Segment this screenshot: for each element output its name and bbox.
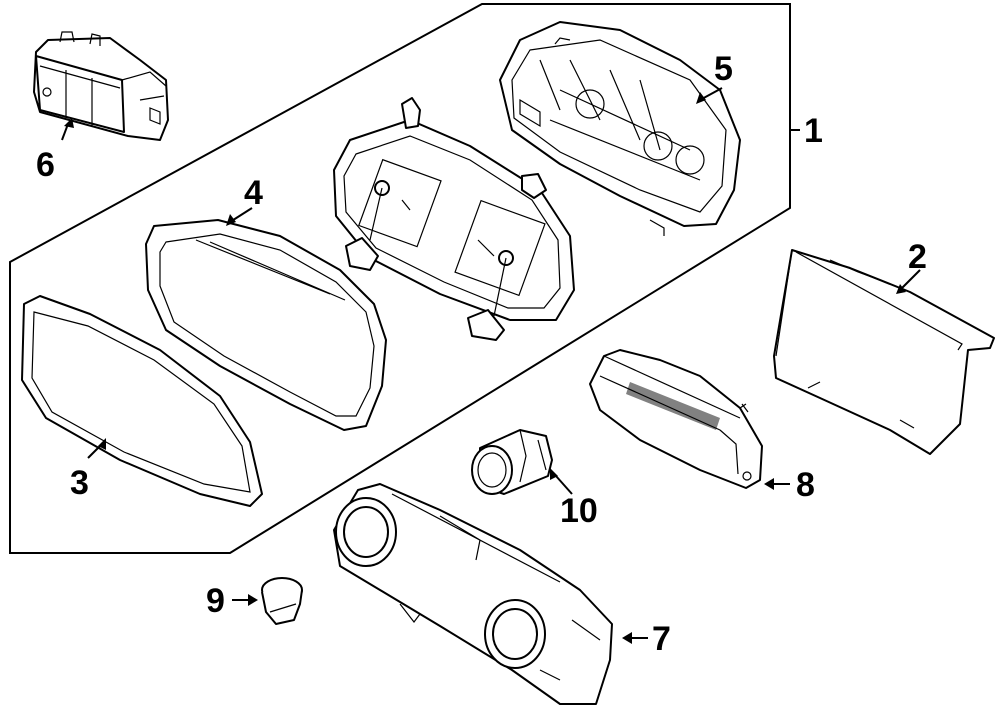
rear-housing-part xyxy=(499,21,741,236)
callout-3: 3 xyxy=(70,464,89,502)
climate-control-part xyxy=(333,483,613,705)
gauge-cluster-part xyxy=(333,97,575,341)
leader-lines xyxy=(61,87,921,644)
callout-9: 9 xyxy=(206,582,225,620)
display-panel-part xyxy=(773,249,995,455)
callout-8: 8 xyxy=(796,466,815,504)
plug-part xyxy=(261,577,303,625)
push-button-part xyxy=(471,429,553,495)
callout-2: 2 xyxy=(908,238,927,276)
callout-5: 5 xyxy=(714,50,733,88)
callout-7: 7 xyxy=(652,620,671,658)
cluster-housing-part xyxy=(145,219,387,431)
callout-1: 1 xyxy=(804,112,823,150)
callout-6: 6 xyxy=(36,146,55,184)
assembly-frame xyxy=(9,3,791,554)
switch-panel-part xyxy=(589,349,763,489)
callout-10: 10 xyxy=(560,492,598,530)
callout-4: 4 xyxy=(244,174,263,212)
front-lens-part xyxy=(21,295,263,507)
switch-module-part xyxy=(33,31,169,141)
